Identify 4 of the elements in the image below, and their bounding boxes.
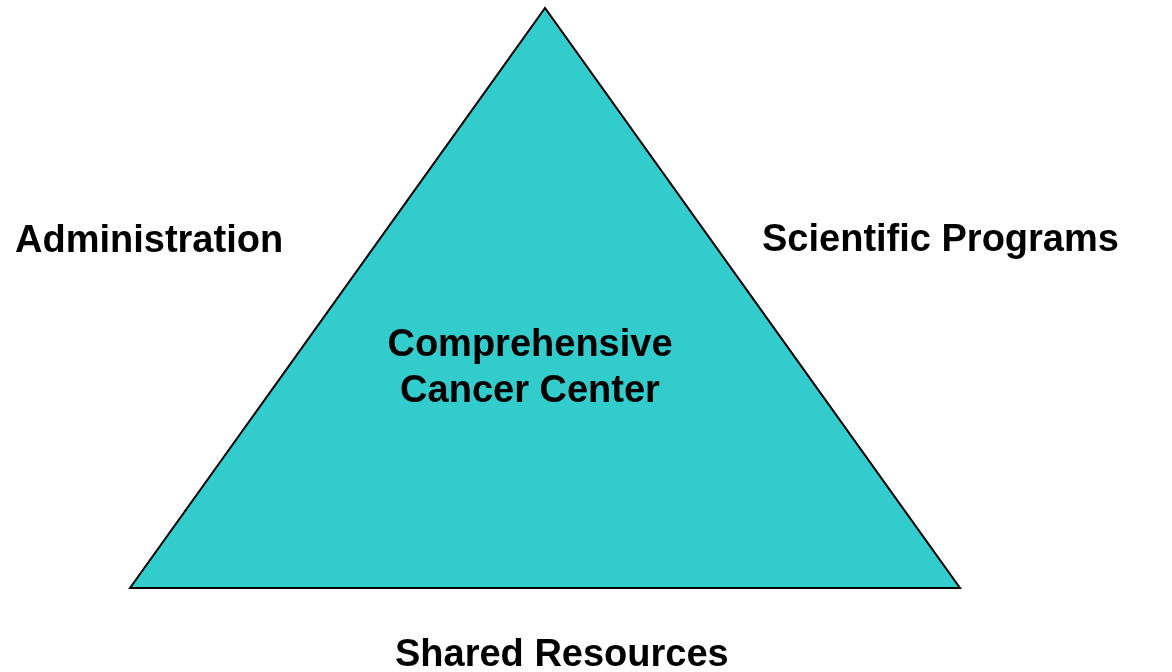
side-label: Scientific Programs bbox=[762, 219, 1119, 257]
center-label: Comprehensive Cancer Center bbox=[386, 321, 674, 412]
side-label: Shared Resources bbox=[395, 634, 729, 672]
side-label: Administration bbox=[15, 220, 284, 258]
